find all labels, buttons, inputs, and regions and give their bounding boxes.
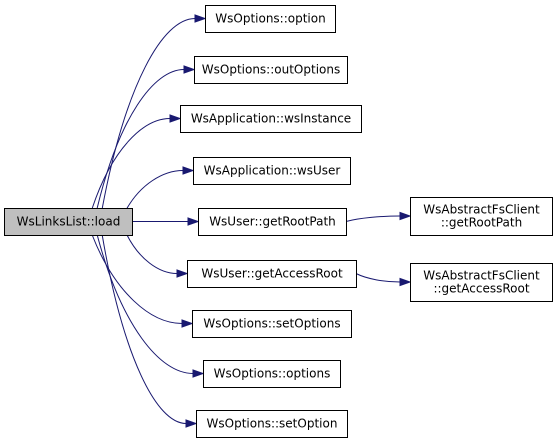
node-label: WsAbstractFsClient [423, 203, 540, 217]
node-options[interactable]: WsOptions::options [203, 360, 341, 388]
node-box [192, 310, 352, 338]
node-label: WsOptions::setOption [207, 417, 338, 431]
edge-line [96, 69, 185, 209]
node-label: WsOptions::option [215, 12, 325, 26]
node-getAccessRoot[interactable]: WsUser::getAccessRoot [187, 260, 357, 288]
node-box [203, 360, 341, 388]
node-box [193, 157, 351, 185]
graph-nodes: WsLinksList::load WsOptions::optionWsOpti… [4, 5, 553, 438]
arrow-head-icon [181, 319, 194, 328]
edge-line [91, 118, 171, 209]
node-outOptions[interactable]: WsOptions::outOptions [194, 56, 348, 84]
arrow-head-icon [169, 114, 182, 123]
edge-line [345, 215, 401, 222]
node-label: WsUser::getAccessRoot [201, 267, 343, 281]
node-label: WsOptions::outOptions [202, 63, 340, 77]
node-fsGetRootPath[interactable]: WsAbstractFsClient::getRootPath [410, 197, 553, 236]
edge-line [355, 273, 401, 283]
node-fsGetAccessRoot[interactable]: WsAbstractFsClient::getAccessRoot [410, 263, 553, 302]
edge-load-to-wsUser [125, 166, 195, 211]
node-box [410, 263, 553, 302]
arrow-head-icon [194, 14, 207, 23]
node-box [187, 260, 357, 288]
graph-edges [91, 14, 412, 428]
edge-getAccessRoot-to-fsGetAccessRoot [355, 273, 412, 287]
node-label: WsUser::getRootPath [209, 215, 336, 229]
node-box [180, 105, 362, 133]
arrow-head-icon [183, 65, 196, 74]
edge-load-to-getAccessRoot [125, 232, 189, 278]
node-label: WsOptions::options [214, 367, 331, 381]
node-box [198, 208, 347, 236]
edge-line [125, 232, 178, 274]
arrow-head-icon [399, 211, 412, 221]
node-load[interactable]: WsLinksList::load [4, 208, 133, 236]
edge-line [125, 170, 184, 211]
node-label: WsApplication::wsUser [204, 164, 341, 178]
node-box [4, 208, 133, 236]
edge-load-to-setOption [101, 234, 198, 428]
arrow-head-icon [185, 419, 198, 428]
edge-load-to-setOptions [91, 234, 194, 328]
edge-line [91, 234, 183, 324]
node-label: ::getRootPath [441, 216, 522, 230]
edge-line [96, 234, 194, 374]
edge-load-to-wsInstance [91, 114, 182, 209]
node-label: WsAbstractFsClient [423, 269, 540, 283]
node-setOptions[interactable]: WsOptions::setOptions [192, 310, 352, 338]
edge-line [101, 234, 187, 424]
arrow-head-icon [192, 369, 205, 378]
arrow-head-icon [187, 217, 200, 226]
node-box [196, 410, 348, 438]
node-box [205, 5, 336, 33]
node-setOption[interactable]: WsOptions::setOption [196, 410, 348, 438]
node-getRootPath[interactable]: WsUser::getRootPath [198, 208, 347, 236]
arrow-head-icon [182, 166, 195, 175]
node-wsUser[interactable]: WsApplication::wsUser [193, 157, 351, 185]
node-option[interactable]: WsOptions::option [205, 5, 336, 33]
node-box [410, 197, 553, 236]
edge-load-to-options [96, 234, 205, 378]
node-label: WsApplication::wsInstance [191, 112, 351, 126]
edge-load-to-getRootPath [132, 217, 200, 226]
arrow-head-icon [399, 277, 412, 287]
edge-getRootPath-to-fsGetRootPath [345, 211, 412, 222]
node-label: ::getAccessRoot [433, 282, 529, 296]
node-box [194, 56, 348, 84]
node-label: WsLinksList::load [17, 215, 121, 229]
edge-load-to-outOptions [96, 65, 196, 209]
arrow-head-icon [176, 269, 189, 278]
node-wsInstance[interactable]: WsApplication::wsInstance [180, 105, 362, 133]
node-label: WsOptions::setOptions [203, 317, 340, 331]
